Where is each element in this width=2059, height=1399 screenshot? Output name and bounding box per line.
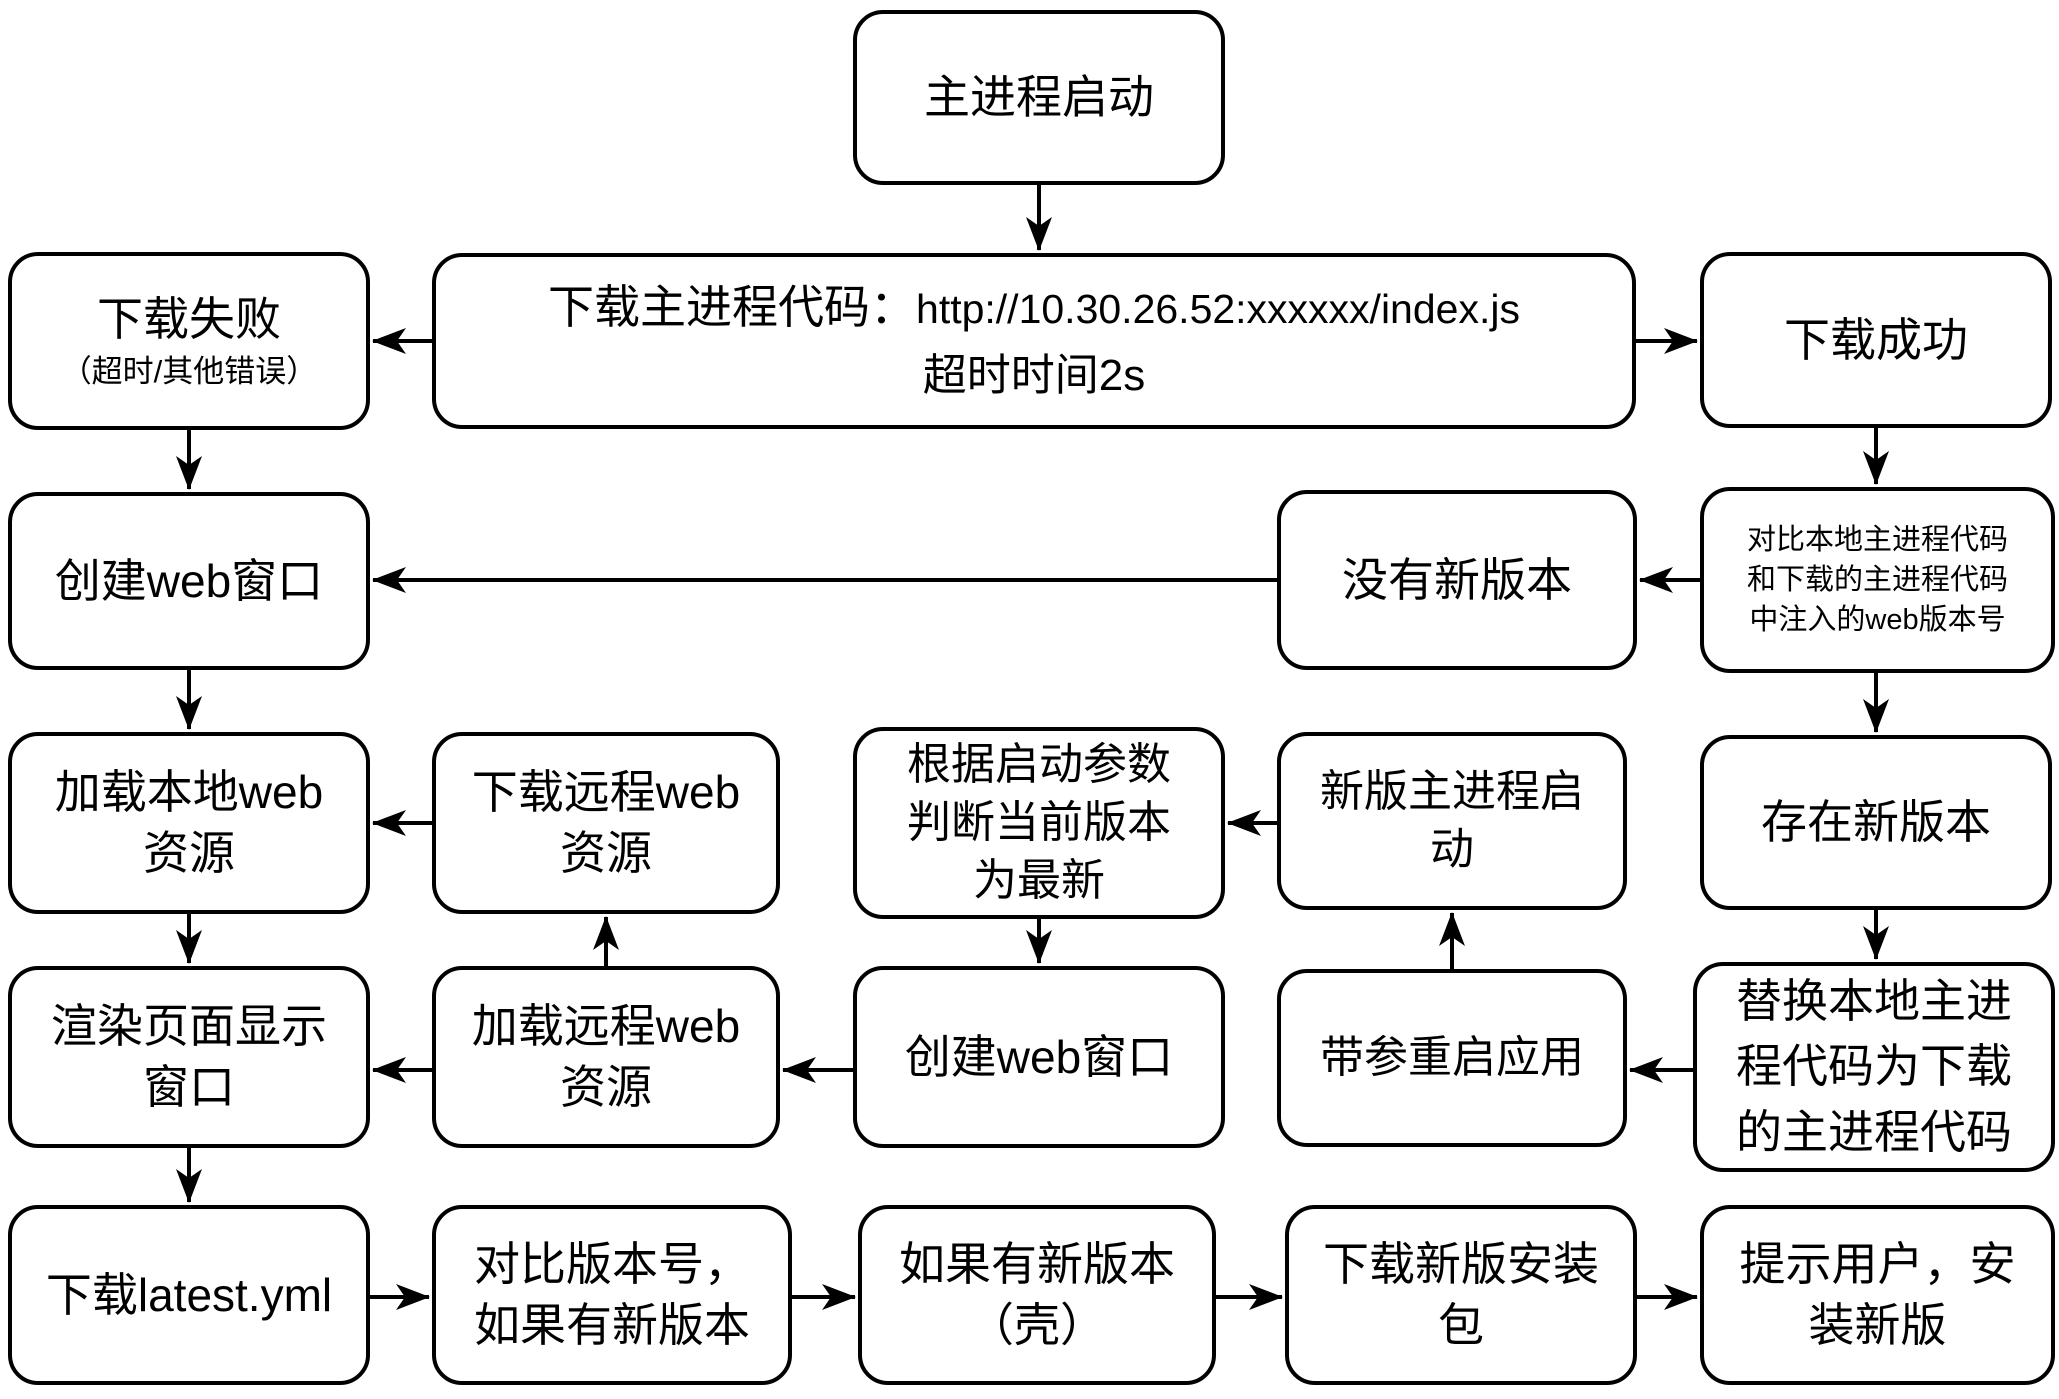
node-text: 资源 [143,827,235,879]
download-url: http://10.30.26.52:xxxxxx/index.js [916,285,1520,332]
node-text: 为最新 [973,856,1105,906]
node-text: 如果有新版本 [474,1299,750,1351]
node-download-remote-web: 下载远程web 资源 [432,732,780,914]
node-text: 如果有新版本 [899,1238,1175,1291]
node-text: 下载远程web [471,766,741,819]
download-label: 下载主进程代码： [548,280,917,333]
node-text: 加载远程web [471,1000,741,1053]
node-replace-local-main-code: 替换本地主进 程代码为下载 的主进程代码 [1693,962,2055,1172]
node-no-new-version: 没有新版本 [1277,490,1637,670]
node-new-main-process-start: 新版主进程启 动 [1277,732,1627,910]
node-text: 下载失败 [97,293,281,346]
node-text: 存在新版本 [1761,796,1991,849]
node-text: 装新版 [1808,1299,1947,1351]
node-text: 新版主进程启 [1320,766,1584,816]
node-render-page-window: 渲染页面显示 窗口 [8,966,370,1148]
timeout-text: 超时时间2s [922,351,1146,401]
node-text: 包 [1438,1299,1484,1351]
node-text: 对比本地主进程代码 [1746,523,2008,556]
node-compare-version-number: 对比版本号， 如果有新版本 [432,1205,792,1385]
node-download-main-code: 下载主进程代码：http://10.30.26.52:xxxxxx/index.… [432,253,1636,429]
node-download-failed: 下载失败 （超时/其他错误） [8,252,370,430]
node-text: 创建web窗口 [54,554,324,607]
node-text: 替换本地主进 [1736,975,2012,1028]
node-text: 提示用户，安 [1739,1238,2016,1291]
node-text: 带参重启应用 [1320,1032,1584,1082]
node-text: 主进程启动 [924,71,1154,124]
node-text: 中注入的web版本号 [1749,604,2006,636]
node-text: 根据启动参数 [907,739,1171,789]
node-text: 和下载的主进程代码 [1746,563,2008,596]
node-if-new-version-shell: 如果有新版本 （壳） [858,1205,1216,1385]
node-text: 资源 [560,827,652,879]
node-text: 的主进程代码 [1736,1105,2012,1158]
node-text: 下载主进程代码：http://10.30.26.52:xxxxxx/index.… [548,277,1520,338]
node-text: 动 [1430,825,1474,874]
node-download-success: 下载成功 [1700,252,2052,428]
node-text: 加载本地web [54,766,324,819]
node-text: 对比版本号， [474,1238,750,1291]
node-compare-web-version: 对比本地主进程代码 和下载的主进程代码 中注入的web版本号 [1700,487,2055,673]
node-text: 下载latest.yml [45,1268,333,1321]
node-text: 程代码为下载 [1736,1040,2012,1093]
node-create-web-window-2: 创建web窗口 [853,966,1225,1148]
node-load-local-web: 加载本地web 资源 [8,732,370,914]
node-judge-latest-by-args: 根据启动参数 判断当前版本 为最新 [853,727,1225,919]
node-text: 没有新版本 [1342,553,1572,606]
node-text: （壳） [968,1299,1106,1351]
node-main-process-start: 主进程启动 [853,10,1225,185]
node-prompt-user-install: 提示用户，安 装新版 [1700,1205,2055,1385]
node-download-latest-yml: 下载latest.yml [8,1205,370,1385]
node-text: 创建web窗口 [904,1030,1174,1083]
node-text: 资源 [560,1061,652,1113]
node-text: 渲染页面显示 [51,1000,327,1053]
node-subtext: （超时/其他错误） [60,353,318,389]
node-load-remote-web: 加载远程web 资源 [432,966,780,1148]
node-text: 下载成功 [1784,313,1968,366]
node-new-version-exists: 存在新版本 [1700,735,2052,910]
node-download-new-installer: 下载新版安装 包 [1285,1205,1637,1385]
node-create-web-window-1: 创建web窗口 [8,492,370,670]
node-text: 下载新版安装 [1323,1238,1599,1291]
node-restart-with-args: 带参重启应用 [1277,969,1627,1147]
node-text: 判断当前版本 [907,797,1171,847]
node-text: 窗口 [143,1061,235,1113]
